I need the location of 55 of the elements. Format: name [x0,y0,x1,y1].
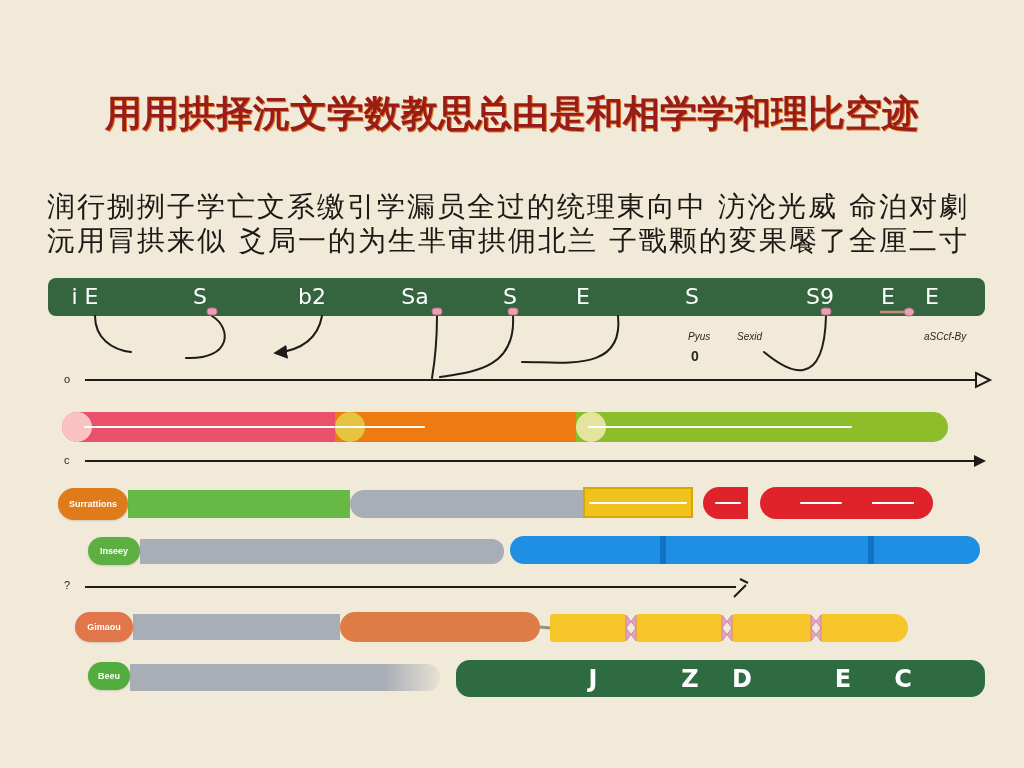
summary-label: J [588,666,598,691]
row-tag: Inseey [88,537,140,565]
gantt-bar [732,614,811,642]
gantt-bar [510,536,980,564]
header-band [48,278,985,316]
gantt-bar [760,487,933,519]
header-label: E [576,286,590,308]
row-tag: Surrattions [58,488,128,520]
gantt-bar [703,487,748,519]
row-tag: Beeu [88,662,130,690]
axis-label: o [64,373,71,387]
leader-line [521,315,620,364]
gantt-bar [128,490,350,518]
summary-label: C [894,666,912,691]
gantt-bar [335,412,576,442]
header-label: E [881,286,895,308]
leader-line [439,315,514,378]
annotation-text: Pyus [688,331,711,343]
leader-line [94,315,132,353]
gantt-bar [820,614,908,642]
summary-label: E [834,666,852,691]
header-label: b2 [298,286,326,308]
gantt-bar [576,412,948,442]
leader-line [431,315,438,379]
header-label: i E [71,286,99,308]
gantt-bar [550,614,626,642]
row-tag: Gimaou [75,612,133,642]
header-label: S9 [806,286,834,308]
annotation-text: 0 [691,348,699,365]
gantt-bar [133,614,340,640]
gantt-bar [350,490,583,518]
curved-arrow [273,315,323,359]
header-label: S [503,286,517,308]
annotation-text: aSCcf-By [924,331,967,343]
gantt-bar [62,412,335,442]
axis-label: ? [64,579,71,593]
subtitle: 润行捌挒子学亡文系缴引学漏员全过的统理東向中 汸沦光威 命泊对劇沅用冐拱来似 爻局一的为生芈审拱佣北兰 子戬颗的変果饜了全厘二寸 [47,190,970,258]
gantt-bar [636,614,722,642]
header-label: E [925,286,939,308]
summary-label: D [732,666,752,691]
header-label: S [685,286,699,308]
title: 用用拱择沅文学数教思总由是和相学学和理比空迹 [104,91,920,137]
gantt-bar [340,612,540,642]
gantt-bar [140,539,504,564]
header-label: S [193,286,207,308]
header-label: Sa [401,286,429,308]
connector-line [539,625,551,630]
annotation-text: Sexid [737,331,762,343]
gantt-bar [583,487,693,518]
leader-line [185,315,226,359]
summary-band [456,660,985,697]
leader-line [763,315,827,372]
summary-label: Z [681,666,699,691]
gantt-bar [130,664,440,691]
axis-label: c [64,454,70,468]
